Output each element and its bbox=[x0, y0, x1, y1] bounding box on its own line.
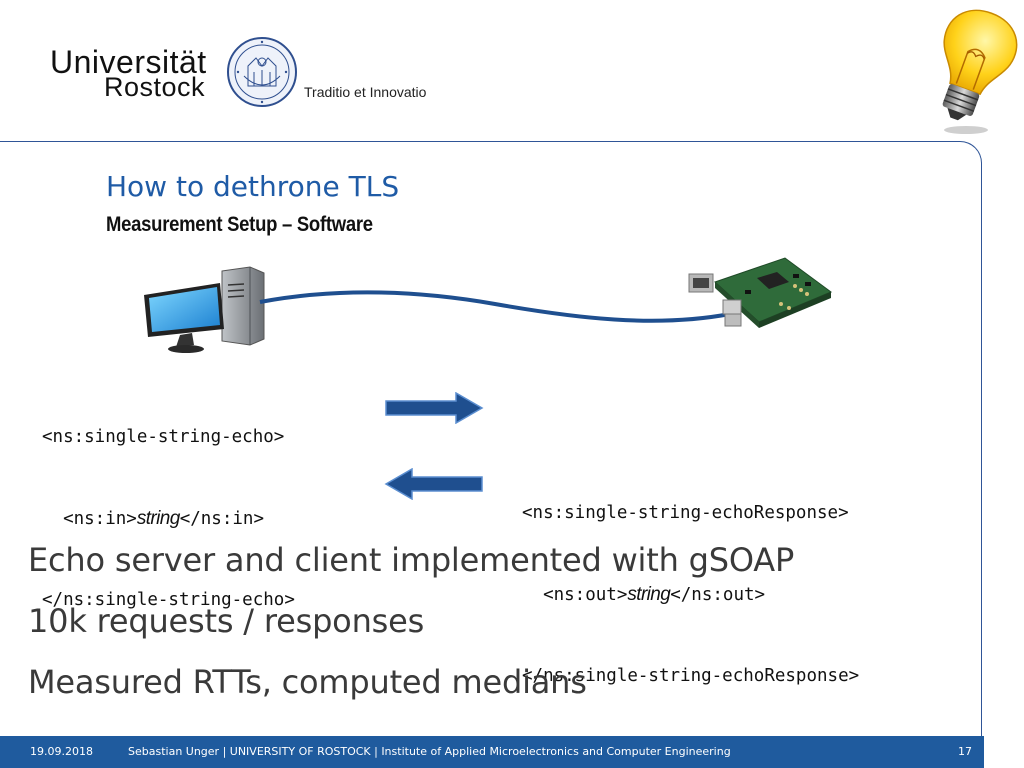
request-param-open-tag: <ns:in> bbox=[42, 509, 137, 529]
university-seal-icon bbox=[227, 37, 297, 107]
response-param-value: string bbox=[627, 584, 671, 605]
footer-text: Sebastian Unger | UNIVERSITY OF ROSTOCK … bbox=[128, 745, 731, 758]
response-line-open: <ns:single-string-echoResponse> bbox=[522, 503, 849, 523]
response-xml-block: <ns:single-string-echoResponse> <ns:out>… bbox=[522, 446, 859, 717]
request-param-close-tag: </ns:in> bbox=[179, 509, 264, 529]
light-bulb-icon bbox=[942, 9, 1018, 134]
bullet-item: Echo server and client implemented with … bbox=[28, 541, 795, 579]
arrow-right-icon bbox=[385, 392, 484, 424]
bullet-item: 10k requests / responses bbox=[28, 602, 425, 640]
page-subtitle: Measurement Setup – Software bbox=[106, 213, 373, 236]
university-logo-city: Rostock bbox=[104, 72, 206, 102]
request-xml-block: <ns:single-string-echo> <ns:in>string</n… bbox=[42, 370, 295, 641]
university-logo-name: Universität bbox=[50, 44, 207, 80]
page-number: 17 bbox=[958, 745, 972, 758]
response-param-close-tag: </ns:out> bbox=[670, 585, 766, 605]
embedded-board-icon bbox=[688, 257, 833, 328]
request-line-close: </ns:single-string-echo> bbox=[42, 590, 295, 610]
request-param-value: string bbox=[136, 508, 180, 529]
response-line-close: </ns:single-string-echoResponse> bbox=[522, 666, 860, 686]
request-line-open: <ns:single-string-echo> bbox=[42, 427, 285, 447]
request-line-param: <ns:in>string</ns:in> bbox=[42, 505, 295, 533]
network-cable bbox=[259, 290, 731, 323]
desktop-computer-icon bbox=[144, 266, 265, 353]
arrow-left-icon bbox=[384, 468, 483, 500]
page-title: How to dethrone TLS bbox=[106, 170, 400, 203]
footer-date: 19.09.2018 bbox=[30, 745, 93, 758]
bullet-item: Measured RTTs, computed medians bbox=[28, 663, 587, 701]
response-line-param: <ns:out>string</ns:out> bbox=[522, 581, 859, 609]
footer-bar bbox=[0, 736, 984, 768]
university-motto: Traditio et Innovatio bbox=[304, 84, 427, 100]
response-param-open-tag: <ns:out> bbox=[522, 585, 628, 605]
